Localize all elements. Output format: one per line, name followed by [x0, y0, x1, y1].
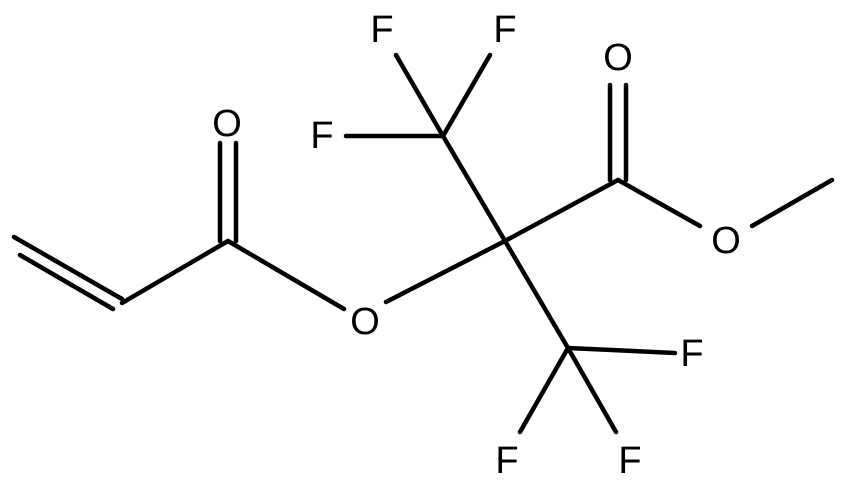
atom-o-ester-bridge: O	[350, 301, 380, 343]
bond-vinyl-double-outer	[11, 234, 125, 302]
bond-ester-o-center	[383, 238, 508, 305]
bond-center-ester-c	[502, 177, 621, 244]
atom-f-bottom-left: F	[495, 440, 518, 482]
atom-labels: O O O O F F F F F F	[212, 9, 741, 482]
atom-o-acrylate-carbonyl: O	[212, 103, 242, 145]
atom-f-top-mid: F	[310, 115, 333, 157]
bond-cf3-bottom-f-right	[565, 345, 678, 356]
bond-o-methyl	[749, 177, 835, 229]
atom-f-bottom-bottom: F	[618, 440, 641, 482]
bond-vinyl-carbonyl	[119, 238, 231, 306]
atom-o-methoxy: O	[711, 220, 741, 262]
bond-vinyl-double-inner	[17, 252, 116, 312]
bond-cf3-top-f-left	[393, 52, 446, 139]
bond-cf3-bottom-f-left	[517, 345, 571, 435]
atom-o-ester-carbonyl: O	[603, 37, 633, 79]
bond-center-cf3-bottom	[502, 238, 571, 351]
atom-f-top-left: F	[370, 9, 393, 51]
bonds	[11, 52, 835, 435]
bond-carbonyl-ester-o	[225, 238, 347, 312]
bond-cf3-top-f-right	[440, 52, 493, 139]
atom-f-top-right: F	[493, 9, 516, 51]
atom-f-bottom-right: F	[680, 333, 703, 375]
bond-center-cf3-top	[440, 133, 508, 244]
bond-ester-c-o	[615, 177, 703, 229]
bond-cf3-bottom-f-bottom	[565, 345, 619, 435]
